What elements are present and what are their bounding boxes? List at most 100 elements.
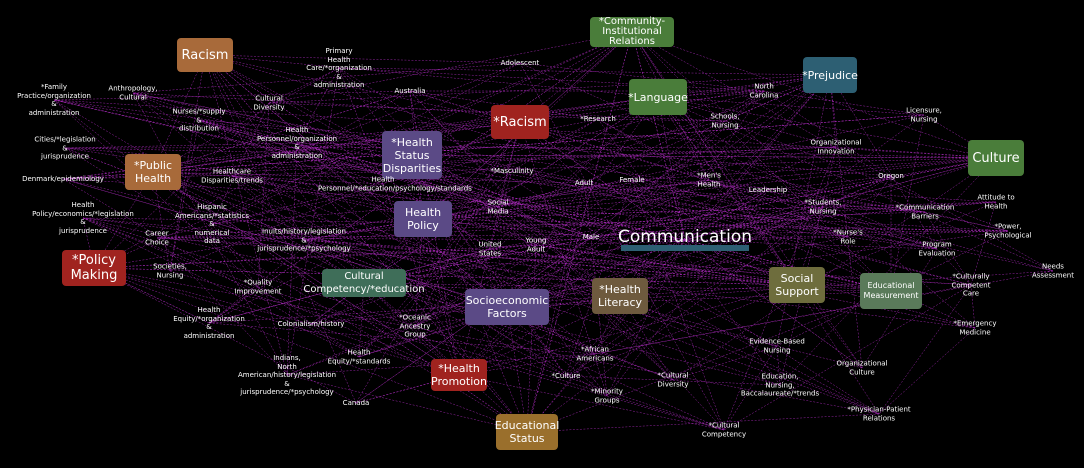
edge-edbacc-publichealth — [152, 171, 781, 386]
edge-anthro-adult — [132, 92, 585, 184]
node-prejudice[interactable]: *Prejudice — [802, 57, 858, 93]
node-adult[interactable]: Adult — [574, 178, 594, 187]
edge-hsd-evidence — [411, 154, 778, 347]
node-nurses[interactable]: Nurses/*supply & distribution — [172, 107, 226, 133]
node-australia[interactable]: Australia — [394, 86, 426, 95]
node-african[interactable]: *African Americans — [576, 345, 614, 363]
node-career[interactable]: Career Choice — [145, 229, 169, 247]
edge-socmedia-racism2 — [497, 121, 521, 208]
node-evidence[interactable]: Evidence-Based Nursing — [749, 337, 805, 355]
edge-commbarr-cultcompcare — [924, 211, 972, 286]
node-primary[interactable]: Primary Health Care/*organization & admi… — [306, 46, 372, 89]
node-physician[interactable]: *Physician-Patient Relations — [847, 405, 911, 423]
node-culture[interactable]: Culture — [968, 140, 1024, 176]
node-attitude[interactable]: Attitude to Health — [977, 193, 1015, 211]
node-racism2[interactable]: *Racism — [491, 105, 549, 139]
node-policymaking[interactable]: *Policy Making — [62, 250, 126, 286]
node-nursesrole[interactable]: *Nurse's Role — [833, 228, 863, 246]
edge-research-menshealth — [597, 118, 710, 181]
node-societies[interactable]: Societies, Nursing — [153, 262, 187, 280]
node-cultdiv2[interactable]: *Cultural Diversity — [657, 371, 689, 389]
node-edbacc[interactable]: Education, Nursing, Baccalaureate/*trend… — [740, 372, 820, 398]
node-oceanic[interactable]: *Oceanic Ancestry Group — [399, 313, 431, 339]
node-hcdisp[interactable]: Healthcare Disparities/trends — [201, 167, 263, 185]
node-us[interactable]: United States — [478, 240, 502, 258]
node-quality[interactable]: *Quality Improvement — [234, 278, 282, 296]
edge-nursesrole-menshealth — [708, 179, 849, 238]
node-students[interactable]: *Students, Nursing — [804, 198, 842, 216]
node-hpo[interactable]: Health Personnel/organization & administ… — [256, 126, 338, 160]
node-licensure[interactable]: Licensure, Nursing — [906, 106, 942, 124]
edge-edbacc-female — [631, 179, 781, 386]
node-publichealth[interactable]: *Public Health — [125, 154, 181, 190]
node-culture2[interactable]: *Culture — [551, 371, 581, 380]
node-edmeas[interactable]: Educational Measurement — [860, 273, 922, 309]
node-adolescent[interactable]: Adolescent — [500, 58, 540, 67]
node-youngadult[interactable]: Young Adult — [525, 236, 547, 254]
node-hsd[interactable]: *Health Status Disparities — [382, 131, 442, 179]
node-cities[interactable]: Cities/*legislation & jurisprudence — [34, 135, 96, 161]
edge-us-physician — [489, 248, 880, 415]
edge-healthlit-social — [619, 284, 798, 297]
edge-societies-cultcompetency — [169, 270, 725, 431]
node-healthpromo[interactable]: *Health Promotion — [431, 359, 487, 391]
node-indians[interactable]: Indians, North American/history/legislat… — [237, 353, 337, 396]
node-leadership[interactable]: Leadership — [748, 185, 788, 194]
node-healthpolicy[interactable]: Health Policy — [394, 201, 452, 237]
node-colonialism[interactable]: Colonialism/history — [277, 319, 345, 328]
edge-research-communication — [597, 118, 686, 241]
node-power[interactable]: *Power, Psychological — [984, 222, 1032, 240]
edge-publichealth-evidence — [152, 171, 778, 347]
node-language[interactable]: *Language — [628, 79, 688, 115]
node-commbarr[interactable]: *Communication Barriers — [895, 203, 955, 221]
edge-healthlit-anthro — [132, 92, 621, 297]
node-socmedia[interactable]: Social Media — [487, 198, 509, 216]
node-family[interactable]: *Family Practice/organization & administ… — [17, 83, 91, 117]
node-hequitystd[interactable]: Health Equity/*standards — [327, 348, 391, 366]
node-hequity[interactable]: Health Equity/*organization & administra… — [173, 306, 245, 340]
node-schools[interactable]: Schools, Nursing — [710, 112, 740, 130]
node-orginnov[interactable]: Organizational Innovation — [810, 138, 862, 156]
node-cultcomp[interactable]: Cultural Competency/*education — [303, 269, 425, 297]
node-racism[interactable]: Racism — [177, 38, 233, 72]
node-hpers2[interactable]: Health Personnel/*education/psychology/s… — [318, 175, 472, 193]
edge-career-power — [156, 230, 1009, 239]
node-cultcompetency[interactable]: *Cultural Competency — [701, 421, 747, 439]
node-communication[interactable]: Communication — [618, 227, 752, 251]
edge-hpers2-nurses — [198, 119, 384, 185]
edge-masc-us — [489, 170, 513, 250]
node-needs[interactable]: Needs Assessment — [1032, 262, 1074, 280]
node-minority[interactable]: *Minority Groups — [591, 387, 623, 405]
node-hispanic[interactable]: Hispanic Americans/*statistics & numeric… — [174, 202, 250, 245]
edge-hispanic-family — [53, 99, 213, 225]
node-menshealth[interactable]: *Men's Health — [697, 171, 721, 189]
node-community[interactable]: *Community-Institutional Relations — [590, 17, 674, 47]
node-canada[interactable]: Canada — [342, 398, 370, 407]
node-anthro[interactable]: Anthropology, Cultural — [108, 84, 158, 102]
edge-adolescent-anthro — [132, 62, 521, 94]
node-progeval[interactable]: Program Evaluation — [918, 240, 956, 258]
edge-societies-publichealth — [152, 171, 171, 272]
node-cultdiv[interactable]: Cultural Diversity — [253, 94, 285, 112]
node-orgculture[interactable]: Organizational Culture — [836, 359, 888, 377]
edge-denmark-hequitystd — [62, 178, 360, 358]
node-male[interactable]: Male — [582, 232, 600, 241]
node-social[interactable]: Social Support — [769, 267, 825, 303]
node-cultcompcare[interactable]: *Culturally Competent Care — [951, 272, 991, 298]
edge-canada-policymaking — [93, 267, 357, 404]
edge-healthpromo-healthpolicy — [422, 218, 460, 376]
node-denmark[interactable]: Denmark/epidemiology — [22, 174, 104, 183]
node-female[interactable]: Female — [619, 175, 645, 184]
node-inuits[interactable]: Inuits/history/legislation & jurispruden… — [257, 227, 351, 253]
edge-edbacc-evidence — [776, 345, 781, 386]
edge-publichealth-racism2 — [152, 121, 521, 173]
node-nc[interactable]: North Carolina — [749, 82, 779, 100]
node-research[interactable]: *Research — [580, 114, 616, 123]
node-oregon[interactable]: Oregon — [878, 171, 904, 180]
node-hpolecon[interactable]: Health Policy/economics/*legislation & j… — [32, 201, 134, 235]
node-emergency[interactable]: *Emergency Medicine — [953, 319, 997, 337]
node-masc[interactable]: *Masculinity — [490, 166, 534, 175]
node-socioeco[interactable]: Socioeconomic Factors — [465, 289, 549, 325]
node-healthlit[interactable]: *Health Literacy — [592, 278, 648, 314]
node-edstatus[interactable]: Educational Status — [495, 414, 559, 450]
